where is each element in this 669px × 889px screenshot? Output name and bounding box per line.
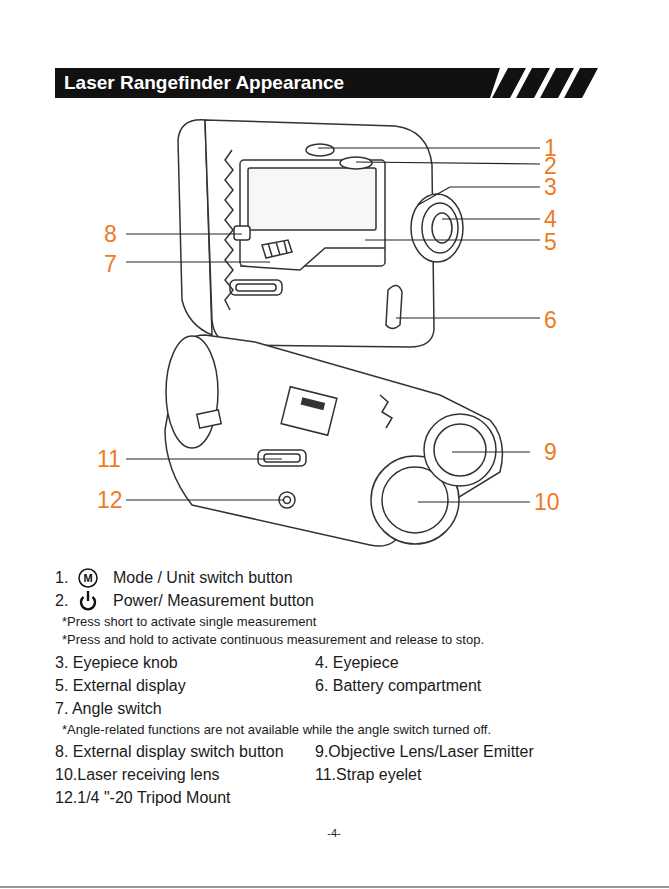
part-name: 7. Angle switch: [55, 700, 162, 718]
note-text: *Angle-related functions are not availab…: [62, 723, 491, 738]
title-stripes: [492, 68, 598, 98]
part-name: 5. External display: [55, 677, 186, 695]
page-number: -4-: [327, 827, 340, 840]
part-name: 9.Objective Lens/Laser Emitter: [315, 743, 534, 761]
part-name: 10.Laser receiving lens: [55, 766, 220, 784]
callout-number: 7: [104, 251, 117, 277]
list-number: 2.: [55, 592, 68, 610]
part-name: 6. Battery compartment: [315, 677, 481, 695]
callout-number: 12: [97, 487, 123, 513]
callout-number: 4: [544, 206, 557, 232]
callout-number: 8: [104, 221, 117, 247]
leader-lines: [126, 148, 540, 502]
callout-number: 9: [544, 439, 557, 465]
power-icon: [81, 591, 95, 609]
part-name: 11.Strap eyelet: [315, 766, 421, 784]
callout-number: 11: [97, 446, 121, 472]
part-name: 8. External display switch button: [55, 743, 284, 761]
part-name: 4. Eyepiece: [315, 654, 399, 672]
rangefinder-bottom-view: [165, 335, 502, 546]
mode-icon: [79, 569, 97, 587]
callout-number: 3: [544, 174, 557, 200]
note-text: *Press and hold to activate continuous m…: [62, 633, 484, 648]
note-text: *Press short to activate single measurem…: [62, 615, 316, 630]
callout-number: 10: [534, 489, 560, 515]
icon-letter: M: [83, 572, 92, 585]
callout-number: 6: [544, 307, 557, 333]
part-name: Mode / Unit switch button: [113, 569, 293, 587]
page-title: Laser Rangefinder Appearance: [64, 72, 344, 94]
part-name: 3. Eyepiece knob: [55, 654, 178, 672]
callout-number: 5: [544, 229, 557, 255]
title-band: [55, 68, 500, 98]
page-rule: [0, 887, 669, 888]
part-name: Power/ Measurement button: [113, 592, 314, 610]
list-number: 1.: [55, 569, 68, 587]
part-name: 12.1/4 "-20 Tripod Mount: [55, 789, 231, 807]
